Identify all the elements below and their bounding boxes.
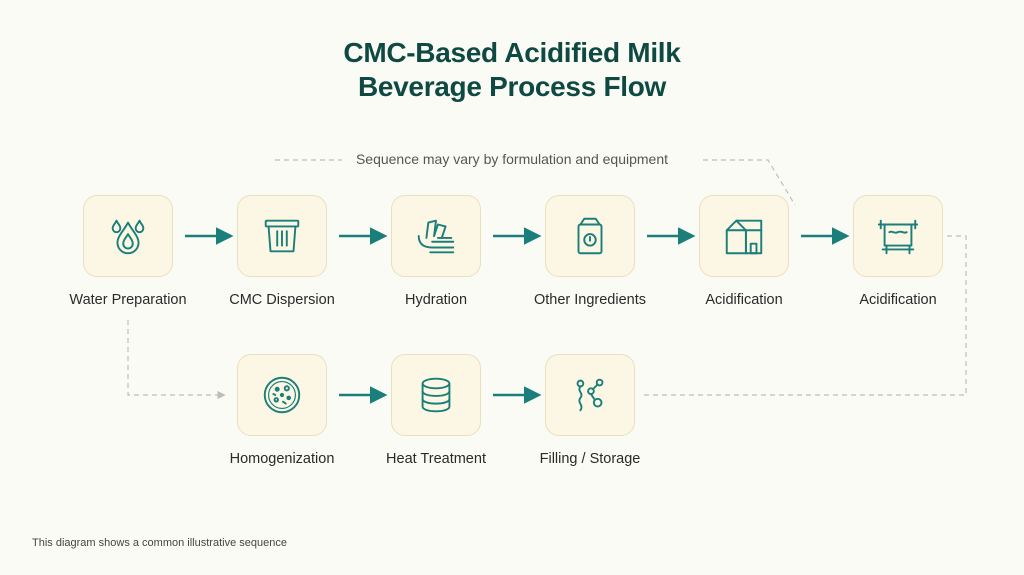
tank-icon (264, 219, 300, 253)
water-drop-flame-icon (111, 219, 145, 255)
footer-note: This diagram shows a common illustrative… (32, 537, 287, 549)
step-node-filling-storage (545, 354, 635, 436)
step-node-hydration (391, 195, 481, 277)
hydration-bath-icon (417, 219, 455, 254)
sequence-note: Sequence may vary by formulation and equ… (355, 151, 669, 167)
step-node-water-preparation (83, 195, 173, 277)
step-node-acidification-1 (699, 195, 789, 277)
step-node-homogenization (237, 354, 327, 436)
step-label-hydration: Hydration (404, 292, 468, 308)
ingredient-carton-icon (577, 217, 603, 255)
diagram-title: CMC-Based Acidified Milk Beverage Proces… (0, 36, 1024, 104)
step-label-homogenization: Homogenization (229, 451, 335, 467)
stacked-disks-icon (421, 377, 451, 413)
step-label-other-ingredients: Other Ingredients (533, 292, 647, 308)
molecule-chain-icon (576, 378, 604, 412)
step-label-water-preparation: Water Preparation (69, 292, 187, 308)
step-label-acidification-1: Acidification (705, 292, 783, 308)
step-node-heat-treatment (391, 354, 481, 436)
building-box-icon (725, 219, 763, 255)
dash-water-to-homogenization (127, 320, 226, 400)
step-label-heat-treatment: Heat Treatment (386, 451, 486, 467)
particle-dish-icon (263, 376, 301, 414)
step-label-filling-storage: Filling / Storage (539, 451, 641, 467)
reactor-vessel-icon (877, 219, 919, 255)
title-line-2: Beverage Process Flow (357, 71, 667, 102)
step-node-other-ingredients (545, 195, 635, 277)
step-label-acidification-2: Acidification (859, 292, 937, 308)
step-label-cmc-dispersion: CMC Dispersion (229, 292, 335, 308)
step-node-acidification-2 (853, 195, 943, 277)
step-node-cmc-dispersion (237, 195, 327, 277)
title-line-1: CMC-Based Acidified Milk (343, 37, 681, 68)
